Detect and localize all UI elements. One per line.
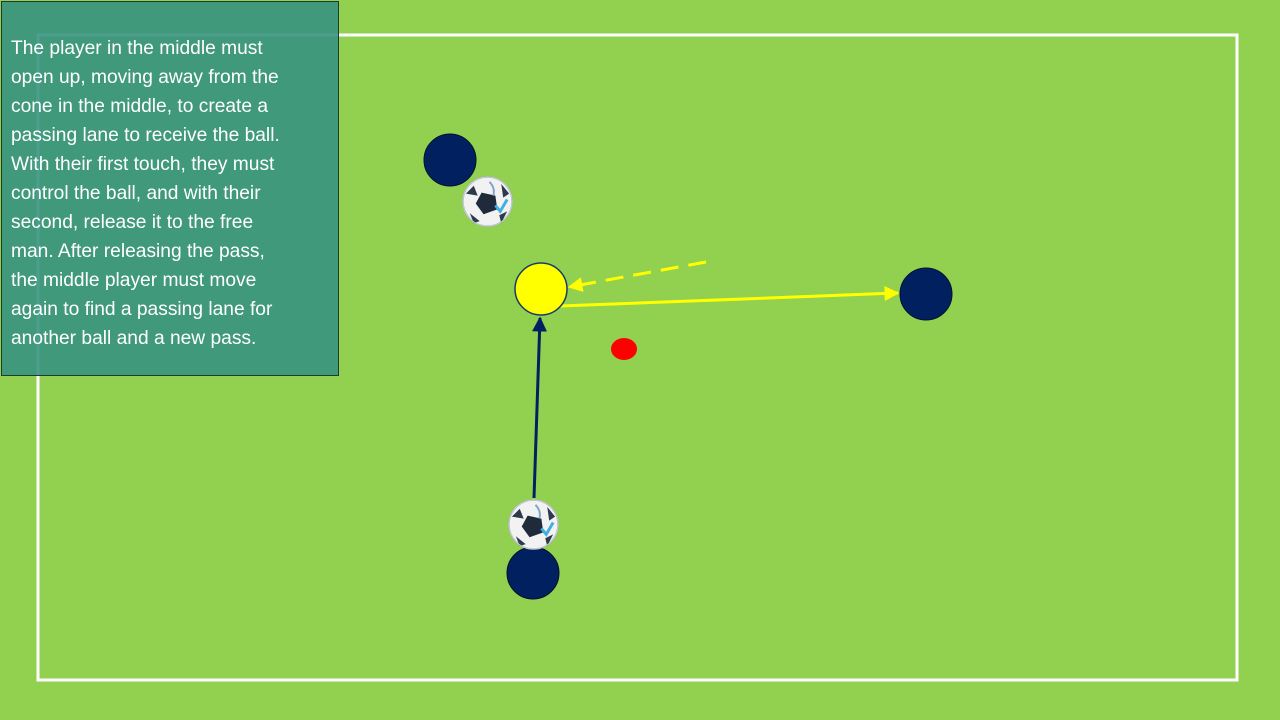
instructions-box: The player in the middle must open up, m…	[1, 1, 339, 376]
pass-to-free-man-arrow	[559, 286, 900, 308]
instruction-line: man. After releasing the pass,	[11, 241, 265, 262]
player-marker-icon	[899, 267, 953, 321]
instruction-line: second, release it to the free	[11, 212, 254, 233]
instruction-line: The player in the middle must	[11, 38, 263, 59]
instruction-line: With their first touch, they must	[11, 154, 275, 175]
instruction-line: control the ball, and with their	[11, 183, 261, 204]
player-marker-icon	[423, 133, 477, 187]
instruction-line: again to find a passing lane for	[11, 299, 273, 320]
instruction-line: open up, moving away from the	[11, 67, 279, 88]
dashed-return-pass-arrow	[567, 260, 707, 292]
soccer-ball-icon	[507, 498, 560, 551]
pass-to-middle-arrow	[532, 316, 548, 499]
instruction-line: cone in the middle, to create a	[11, 96, 269, 117]
instruction-line: another ball and a new pass.	[11, 328, 257, 349]
soccer-ball-icon	[461, 175, 514, 228]
instruction-line: the middle player must move	[11, 270, 257, 291]
player-marker-icon	[506, 546, 560, 600]
instruction-line: passing lane to receive the ball.	[11, 125, 280, 146]
middle-player-marker-icon	[514, 262, 568, 316]
cone-marker-icon	[611, 338, 637, 360]
